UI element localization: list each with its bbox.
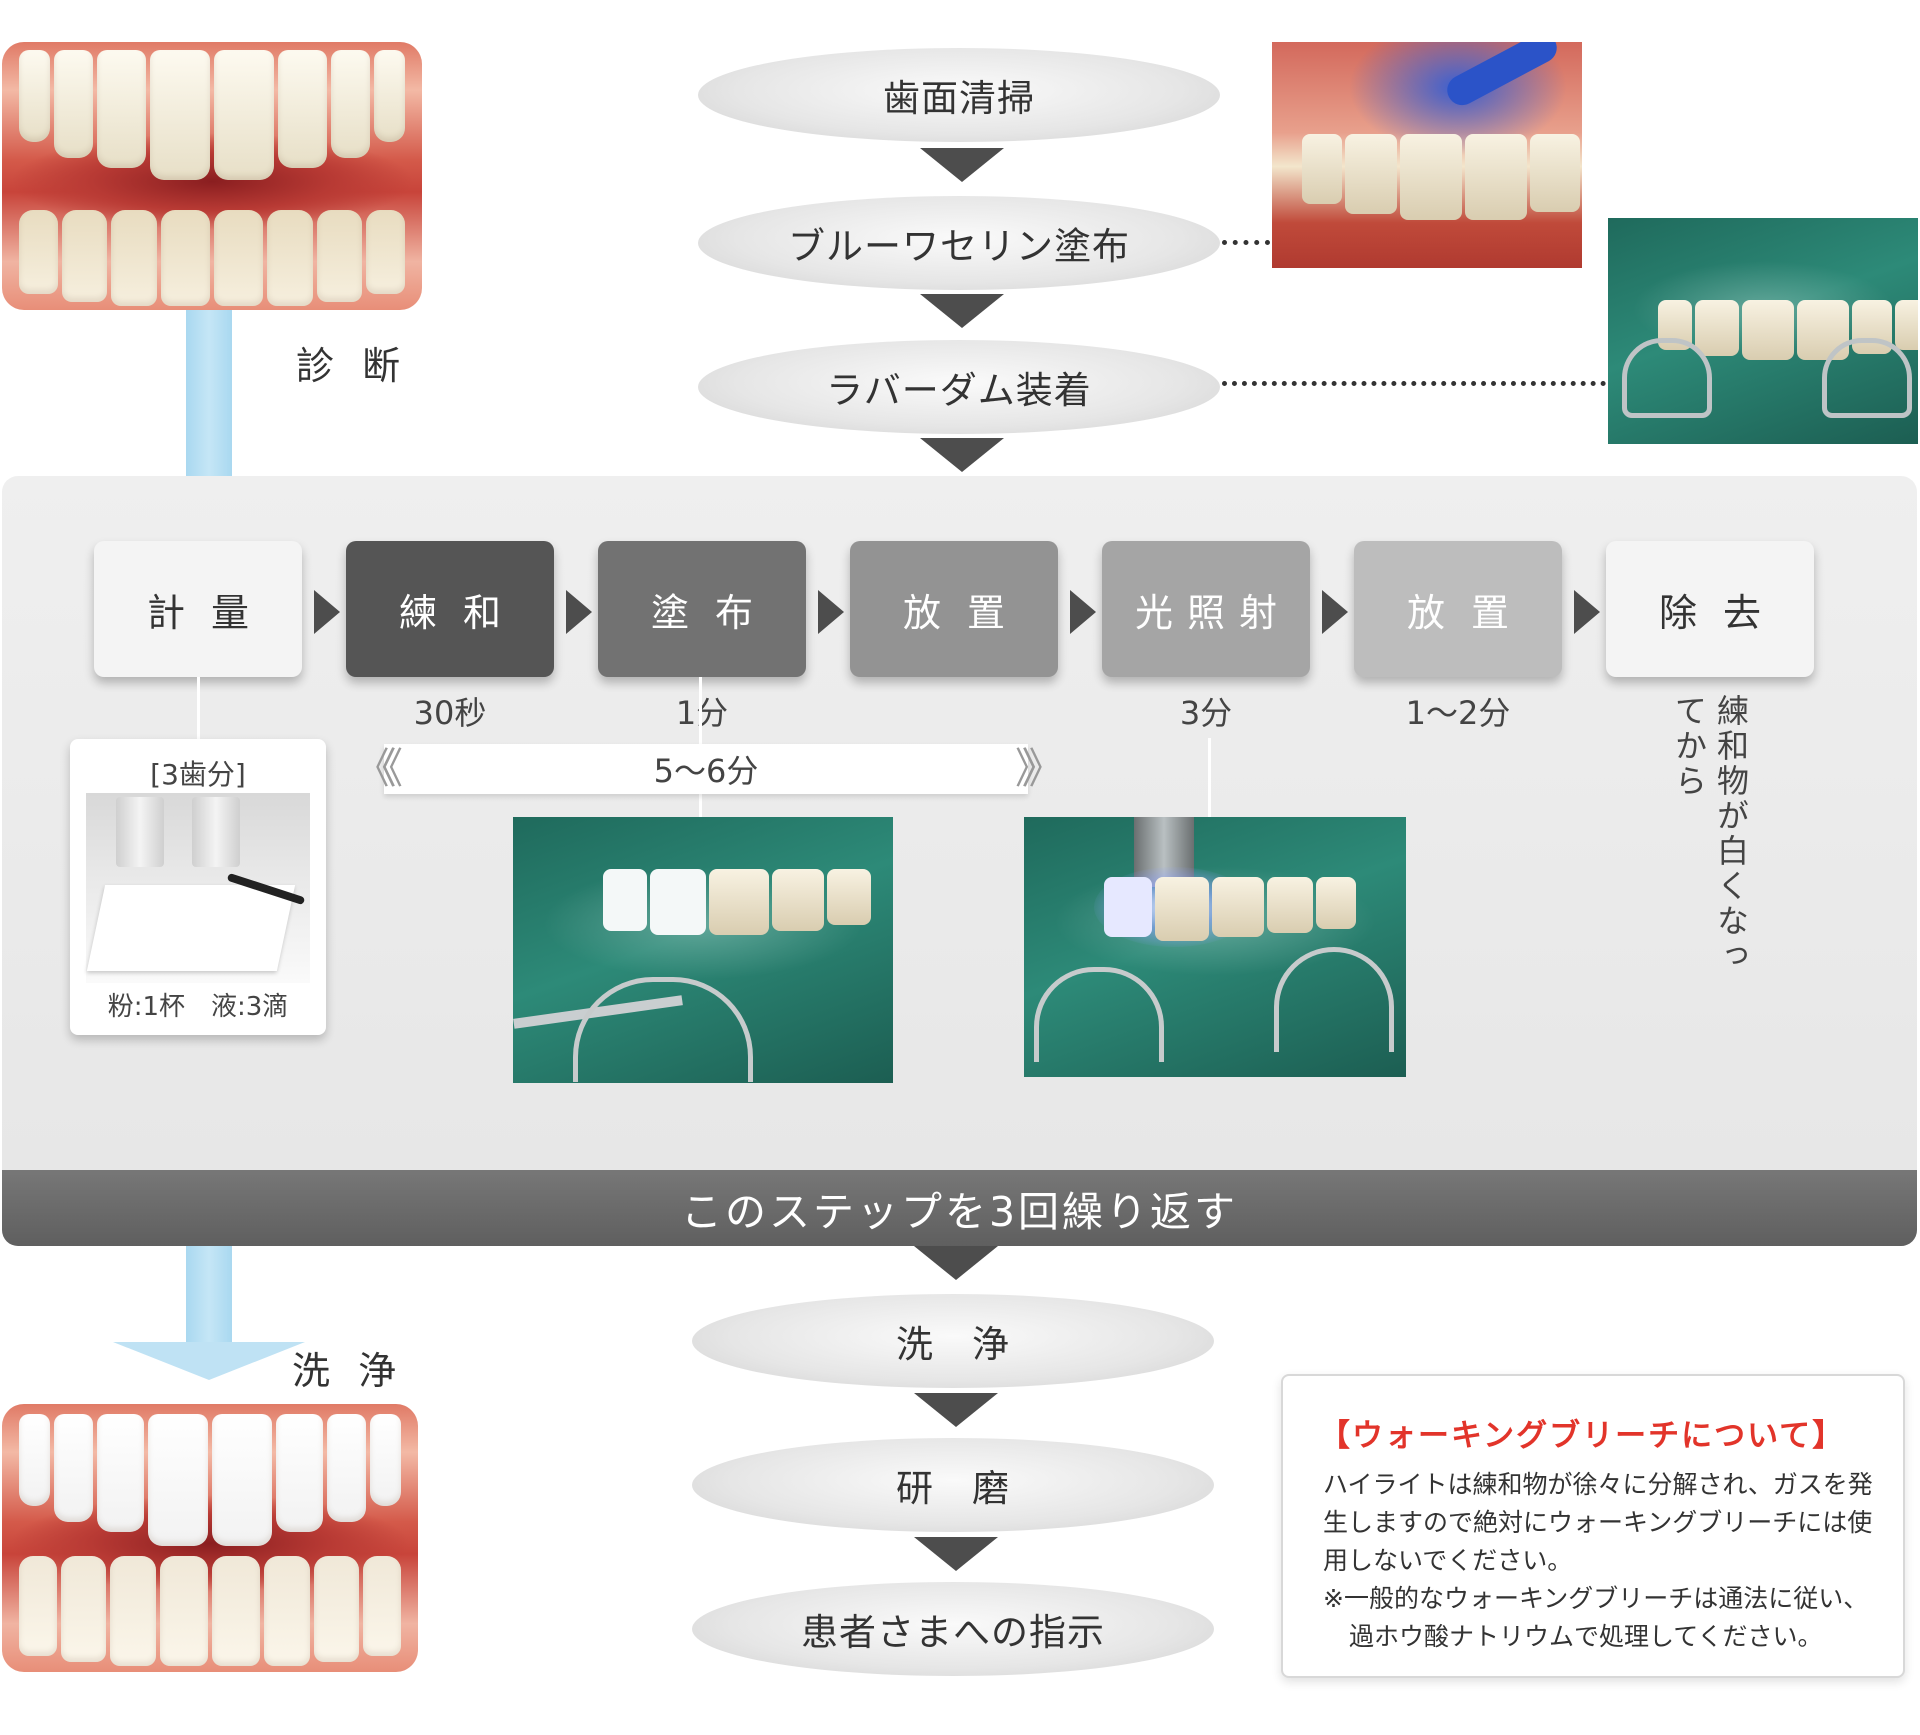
step-arrow: [1070, 590, 1096, 634]
chevron-right-icon: 》》: [1014, 744, 1064, 793]
measure-callout-title: [3歯分]: [150, 758, 246, 791]
flow-arrow-4: [914, 1246, 998, 1280]
flow-step-vaseline: ブルーワセリン塗布: [698, 196, 1220, 290]
chevron-left-icon: 《《: [354, 744, 403, 793]
before-teeth-photo: [2, 42, 422, 310]
clamp-icon: [1034, 967, 1164, 1062]
bottle-icon: [192, 797, 240, 867]
flow-step-polish: 研 磨: [692, 1438, 1214, 1532]
time-range-label: 5〜6分: [384, 744, 1028, 794]
step-arrow: [1574, 590, 1600, 634]
progress-bar-top: [186, 310, 232, 478]
step-time-apply: 1分: [675, 694, 729, 732]
step-mix: 練和: [346, 541, 554, 677]
flow-step-cleaning: 歯面清掃: [698, 48, 1220, 142]
note-footnote: ※一般的なウォーキングブリーチは通法に従い、: [1323, 1584, 1869, 1613]
bottle-icon: [116, 797, 164, 867]
connector-light: [1208, 738, 1211, 820]
note-paragraph: ハイライトは練和物が徐々に分解され、ガスを発生しますので絶対にウォーキングブリー…: [1323, 1470, 1873, 1575]
progress-arrow-icon: [113, 1342, 305, 1380]
application-photo: [513, 817, 893, 1083]
measure-callout-amount: 粉:1杯 液:3滴: [107, 992, 289, 1022]
step-light-irradiation: 光照射: [1102, 541, 1310, 677]
diagnosis-label: 診 断: [296, 344, 409, 388]
note-footnote-cont: 過ホウ酸ナトリウムで処理してください。: [1349, 1622, 1823, 1651]
light-irradiation-photo: [1024, 817, 1406, 1077]
step-time-light: 3分: [1179, 694, 1233, 732]
step-arrow: [1322, 590, 1348, 634]
note-title: 【ウォーキングブリーチについて】: [1319, 1418, 1846, 1454]
clamp-icon: [1274, 947, 1394, 1052]
step-time-leave: 1〜2分: [1405, 694, 1511, 732]
step-time-mix: 30秒: [413, 694, 487, 732]
step-arrow: [818, 590, 844, 634]
time-range-band: 5〜6分 《《 》》: [354, 744, 1064, 794]
cotton-swab-icon: [1441, 42, 1563, 111]
leader-vaseline: [1222, 240, 1270, 245]
walking-bleach-note: 【ウォーキングブリーチについて】 ハイライトは練和物が徐々に分解され、ガスを発生…: [1281, 1374, 1905, 1678]
rubber-dam-photo: [1608, 218, 1918, 444]
vaseline-photo: [1272, 42, 1582, 268]
flow-arrow-6: [914, 1537, 998, 1571]
step-arrow: [314, 590, 340, 634]
note-body: ハイライトは練和物が徐々に分解され、ガスを発生しますので絶対にウォーキングブリー…: [1323, 1466, 1879, 1656]
clamp-icon: [1622, 338, 1712, 418]
step-remove: 除去: [1606, 541, 1814, 677]
flow-arrow-1: [920, 148, 1004, 182]
flow-arrow-2: [920, 294, 1004, 328]
step-leave-1: 放置: [850, 541, 1058, 677]
repeat-banner: このステップを3回繰り返す: [2, 1170, 1917, 1246]
clamp-icon: [573, 977, 753, 1082]
measure-callout: [3歯分] 粉:1杯 液:3滴: [70, 739, 326, 1035]
measure-photo: [86, 793, 310, 983]
step-leave-2: 放置: [1354, 541, 1562, 677]
mixing-pad: [86, 885, 296, 971]
step-measure: 計量: [94, 541, 302, 677]
step-panel: 計量 練和 塗布 放置 光照射 放置 除去 30秒 1分 3分 1〜2分 [3歯…: [2, 476, 1917, 1246]
step-apply: 塗布: [598, 541, 806, 677]
leader-rubber-dam: [1222, 381, 1606, 386]
flow-step-wash: 洗 浄: [692, 1294, 1214, 1388]
clamp-icon: [1822, 338, 1912, 418]
flow-step-rubber-dam: ラバーダム装着: [698, 340, 1220, 434]
progress-bar-bottom: [186, 1246, 232, 1344]
flow-arrow-3: [920, 438, 1004, 472]
connector-measure: [197, 677, 200, 741]
flow-step-patient-instructions: 患者さまへの指示: [692, 1582, 1214, 1676]
removal-note: 練和物が白くなってから: [1670, 694, 1750, 974]
step-arrow: [566, 590, 592, 634]
flow-arrow-5: [914, 1393, 998, 1427]
after-teeth-photo: [2, 1404, 418, 1672]
wash-label: 洗 浄: [292, 1349, 405, 1393]
